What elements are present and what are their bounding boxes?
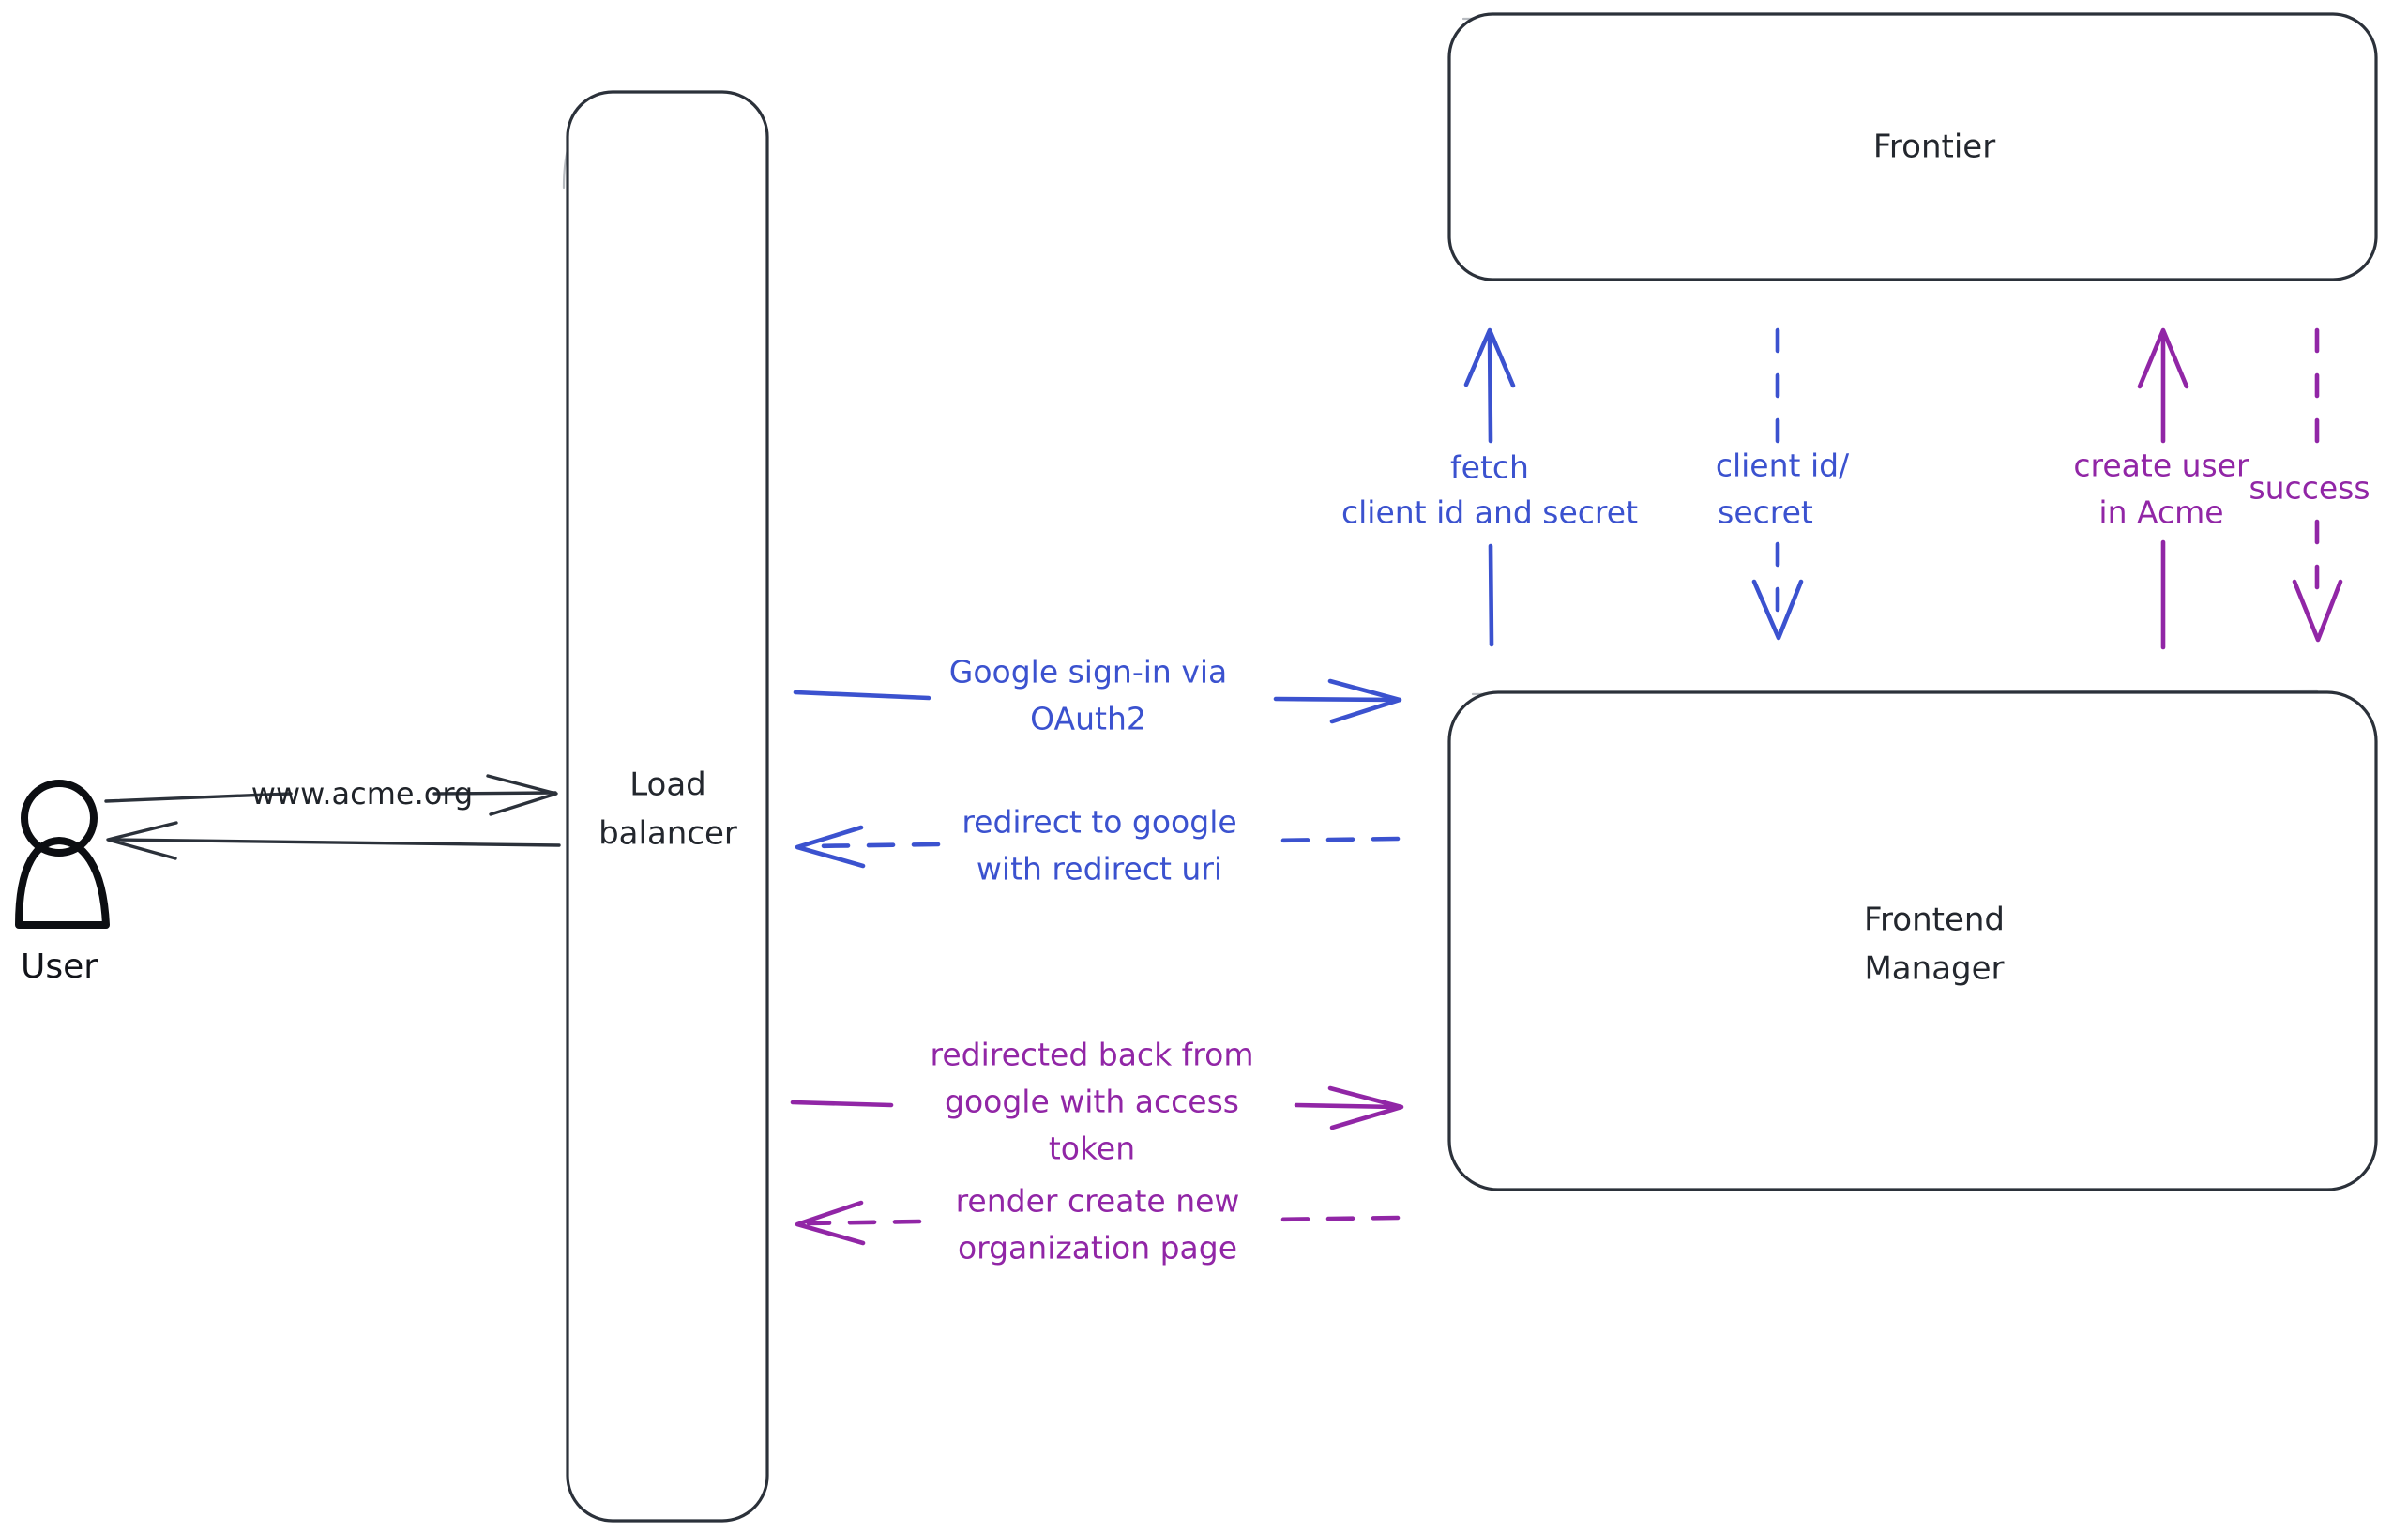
node-load-balancer-label-line1: Load <box>629 766 706 804</box>
edge-lb-to-fm-signin[interactable]: Google sign-in via OAuth2 <box>793 654 1402 737</box>
node-frontend-manager-label-line1: Frontend <box>1864 902 2005 939</box>
edge-frontier-to-fm-success-label: success <box>2249 470 2370 507</box>
node-frontier[interactable]: Frontier <box>1447 12 2378 281</box>
edge-fm-to-lb-redirect[interactable]: redirect to google with redirect uri <box>795 804 1401 887</box>
edge-fm-to-frontier-fetch-label-line2: client id and secret <box>1341 494 1638 531</box>
node-load-balancer[interactable]: Load balancer <box>562 90 769 1523</box>
edge-frontier-to-fm-secret[interactable]: client id/ secret <box>1716 327 1850 641</box>
edge-fm-to-frontier-create[interactable]: create user in Acme <box>2073 327 2249 650</box>
edge-lb-to-fm-token[interactable]: redirected back from google with access … <box>790 1037 1404 1167</box>
node-frontend-manager[interactable]: Frontend Manager <box>1447 689 2378 1191</box>
node-frontend-manager-label-line2: Manager <box>1864 950 2004 988</box>
edge-fm-to-lb-render-label-line1: render create new <box>956 1183 1240 1220</box>
edge-user-to-lb-label: www.acme.org <box>251 776 473 812</box>
edge-fm-to-frontier-create-label-line2: in Acme <box>2098 494 2223 531</box>
node-frontier-label: Frontier <box>1873 129 1995 166</box>
edge-fm-to-lb-redirect-label-line2: with redirect uri <box>977 851 1222 887</box>
edge-fm-to-frontier-create-label-line1: create user <box>2073 447 2249 484</box>
actor-user-label: User <box>21 948 98 986</box>
edge-lb-to-fm-token-label-line2: google with access <box>945 1084 1239 1120</box>
edge-frontier-to-fm-secret-label-line1: client id/ <box>1716 447 1850 484</box>
edge-fm-to-frontier-fetch-label-line1: fetch <box>1450 449 1529 486</box>
edge-lb-to-fm-token-label-line3: token <box>1049 1130 1135 1167</box>
edge-lb-to-fm-signin-label-line2: OAuth2 <box>1030 701 1146 737</box>
edge-fm-to-lb-render-label-line2: organization page <box>958 1230 1237 1267</box>
edge-fm-to-lb-render[interactable]: render create new organization page <box>795 1183 1401 1267</box>
actor-user[interactable]: User <box>15 780 110 986</box>
edge-frontier-to-fm-success[interactable]: success <box>2249 327 2370 643</box>
node-load-balancer-label-line2: balancer <box>598 815 737 853</box>
edge-fm-to-frontier-fetch[interactable]: fetch client id and secret <box>1341 327 1638 647</box>
edge-frontier-to-fm-secret-label-line2: secret <box>1718 494 1813 531</box>
user-actor-icon <box>15 780 110 929</box>
edge-lb-to-fm-token-label-line1: redirected back from <box>931 1037 1254 1073</box>
edge-user-to-lb[interactable]: www.acme.org <box>104 774 558 816</box>
edge-lb-to-fm-signin-label-line1: Google sign-in via <box>949 654 1227 690</box>
edge-lb-to-user[interactable] <box>106 821 561 860</box>
edge-fm-to-lb-redirect-label-line1: redirect to google <box>962 804 1236 841</box>
